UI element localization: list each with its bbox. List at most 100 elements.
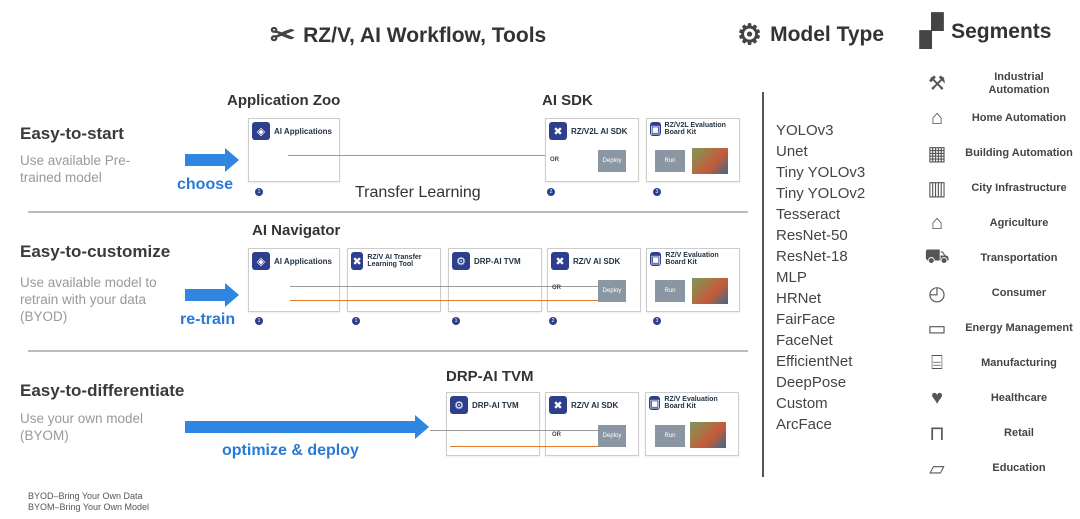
app-icon: ◈ (252, 252, 270, 270)
presentation-icon: ▱ (929, 458, 945, 480)
model-item: FaceNet (776, 332, 833, 349)
section-3-subtitle: Use your own model (BYOM) (20, 411, 144, 443)
flow-line (288, 155, 598, 156)
card-title: AI Applications (274, 256, 332, 266)
model-item: FairFace (776, 311, 836, 328)
demo-photo (690, 422, 726, 448)
segment-item: ⊓ Retail (922, 416, 1074, 451)
head-gear-icon: ⚙ (737, 19, 763, 50)
segment-label: Building Automation (965, 147, 1073, 159)
card-title: RZ/V AI Transfer Learning Tool (367, 254, 422, 268)
footnote-byom: BYOM–Bring Your Own Model (28, 502, 150, 512)
card-title: RZ/V AI SDK (573, 256, 621, 266)
segment-item: ⌂ Agriculture (922, 206, 1074, 241)
section-2-arrow (185, 283, 239, 307)
card-title: DRP-AI TVM (474, 256, 521, 266)
step-1-badge: 1 (255, 188, 263, 196)
robot-arm-icon: ⚒ (928, 73, 946, 95)
model-item: Custom (776, 395, 828, 412)
board-icon: ▣ (649, 396, 661, 410)
puzzle-icon: ▞ (920, 15, 944, 48)
ai-applications-card: ◈ AI Applications (248, 118, 340, 182)
section-3-arrow (185, 415, 429, 439)
segment-label: Manufacturing (981, 357, 1057, 369)
section-1-title: Easy-to-start (20, 124, 124, 143)
factory-icon: ⌸ (931, 352, 943, 374)
ai-navigator-label: AI Navigator (252, 222, 341, 239)
segments-header: ▞ Segments (920, 14, 1051, 49)
board-icon: ▣ (650, 122, 661, 136)
section-1-subtitle: Use available Pre-trained model (20, 153, 131, 185)
sdk-icon: ✖ (549, 122, 567, 140)
divider (28, 211, 748, 213)
segment-item: ▱Education (922, 451, 1074, 486)
segment-item: ▥City Infrastructure (922, 171, 1074, 206)
or-label: OR (552, 432, 561, 438)
section-2-title: Easy-to-customize (20, 242, 171, 261)
card-title: RZ/V AI SDK (571, 400, 619, 410)
vertical-separator (762, 92, 764, 477)
model-item: ResNet-18 (776, 248, 848, 265)
ai-sdk-label: AI SDK (542, 92, 593, 109)
run-box: Run (655, 280, 685, 302)
demo-photo (692, 278, 728, 304)
step-3-badge: 3 (653, 317, 661, 325)
barn-icon: ⌂ (930, 212, 944, 234)
segment-label: Transportation (980, 252, 1058, 264)
truck-icon: ⛟ (924, 246, 950, 268)
segment-label: Agriculture (989, 217, 1049, 229)
demo-photo (692, 148, 728, 174)
segment-item: ⚒ Industrial Automation (922, 66, 1074, 101)
segment-label: Energy Management (965, 322, 1073, 334)
sdk-icon: ✖ (551, 252, 569, 270)
retrain-flow-line (290, 300, 600, 301)
section-3-title: Easy-to-differentiate (20, 381, 185, 400)
segment-label: Retail (1004, 427, 1034, 439)
build-flow-line (450, 446, 600, 447)
section-2-subtitle: Use available model to retrain with your… (20, 275, 157, 324)
step-1-1-badge: 1 (352, 317, 360, 325)
step-2-badge: 2 (549, 317, 557, 325)
drp-ai-tvm-label: DRP-AI TVM (446, 368, 534, 385)
model-item: Tesseract (776, 206, 841, 223)
run-box: Run (655, 425, 685, 447)
model-item: Unet (776, 143, 808, 160)
segment-list: ⚒ Industrial Automation ⌂Home Automation ▦ B… (922, 66, 1074, 486)
model-item: EfficientNet (776, 353, 853, 370)
sdk-icon: ✖ (549, 396, 567, 414)
card-title: RZ/V Evaluation Board Kit (665, 252, 719, 266)
step-1-badge: 1 (255, 317, 263, 325)
deploy-box: Deploy (598, 280, 626, 302)
segment-item: ⌂Home Automation (922, 101, 1074, 136)
drp-tvm-card-2: ⚙ DRP-AI TVM (446, 392, 540, 456)
store-icon: ⊓ (929, 423, 945, 445)
drp-tvm-card: ⚙ DRP-AI TVM (448, 248, 542, 312)
segment-item: ◴Consumer (922, 276, 1074, 311)
segment-label: Consumer (991, 287, 1047, 299)
segment-label: Industrial Automation (988, 70, 1050, 96)
footnote-byod: BYOD–Bring Your Own Data (28, 491, 143, 501)
card-title: RZ/V Evaluation Board Kit (664, 396, 718, 410)
step-3-badge: 3 (653, 188, 661, 196)
segment-item: ▭Energy Management (922, 311, 1074, 346)
segment-item: ⛟ Transportation (922, 241, 1074, 276)
model-item: ResNet-50 (776, 227, 848, 244)
segment-item: ▦ Building Automation (922, 136, 1074, 171)
segment-label: City Infrastructure (971, 182, 1067, 194)
building-icon: ▦ (927, 143, 947, 165)
deploy-box: Deploy (598, 150, 626, 172)
model-item: HRNet (776, 290, 822, 307)
flow-line (430, 430, 600, 431)
or-label: OR (552, 285, 561, 291)
transfer-icon: ✖ (351, 252, 364, 270)
sdk-card-2: ✖ RZ/V AI SDK (547, 248, 641, 312)
card-title: RZ/V2L AI SDK (571, 126, 628, 136)
section-1-action: choose (177, 176, 234, 193)
heart-pulse-icon: ♥ (931, 387, 943, 409)
flow-line (290, 286, 600, 287)
card-title: AI Applications (274, 126, 332, 136)
step-2-badge: 2 (547, 188, 555, 196)
transfer-learning-label: Transfer Learning (355, 184, 481, 201)
model-type-header: ⚙ Model Type (737, 18, 884, 51)
model-item: ArcFace (776, 416, 832, 433)
